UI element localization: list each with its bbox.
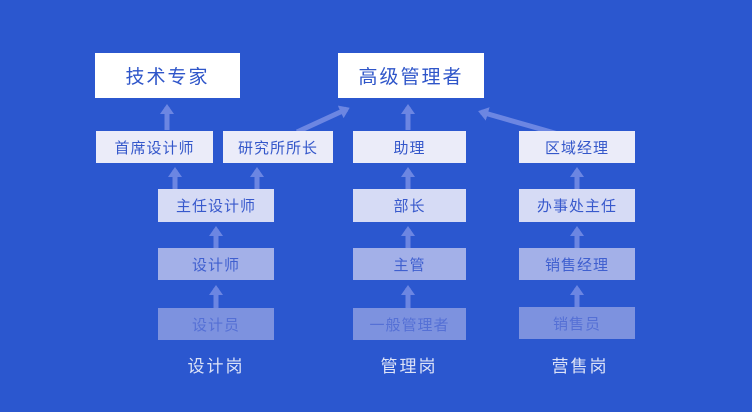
node-regional-manager: 区域经理 <box>519 131 635 163</box>
node-design-staff: 设计员 <box>158 308 274 340</box>
column-label-sales-post: 营售岗 <box>551 357 609 377</box>
node-senior-manager: 高级管理者 <box>338 53 484 98</box>
node-institute-director: 研究所所长 <box>223 131 333 163</box>
node-general-manager: 一般管理者 <box>353 308 466 340</box>
node-office-director: 办事处主任 <box>519 189 635 222</box>
node-sales-manager: 销售经理 <box>519 248 635 280</box>
node-assistant: 助理 <box>353 131 466 163</box>
node-director-designer: 主任设计师 <box>158 189 274 222</box>
node-salesperson: 销售员 <box>519 307 635 339</box>
column-label-management-post: 管理岗 <box>380 357 438 377</box>
node-tech-expert: 技术专家 <box>95 53 240 98</box>
node-designer: 设计师 <box>158 248 274 280</box>
node-minister: 部长 <box>353 189 466 222</box>
node-chief-designer: 首席设计师 <box>96 131 213 163</box>
node-supervisor: 主管 <box>353 248 466 280</box>
column-label-design-post: 设计岗 <box>187 357 245 377</box>
arrow-institute-director-to-senior-manager <box>295 105 350 135</box>
